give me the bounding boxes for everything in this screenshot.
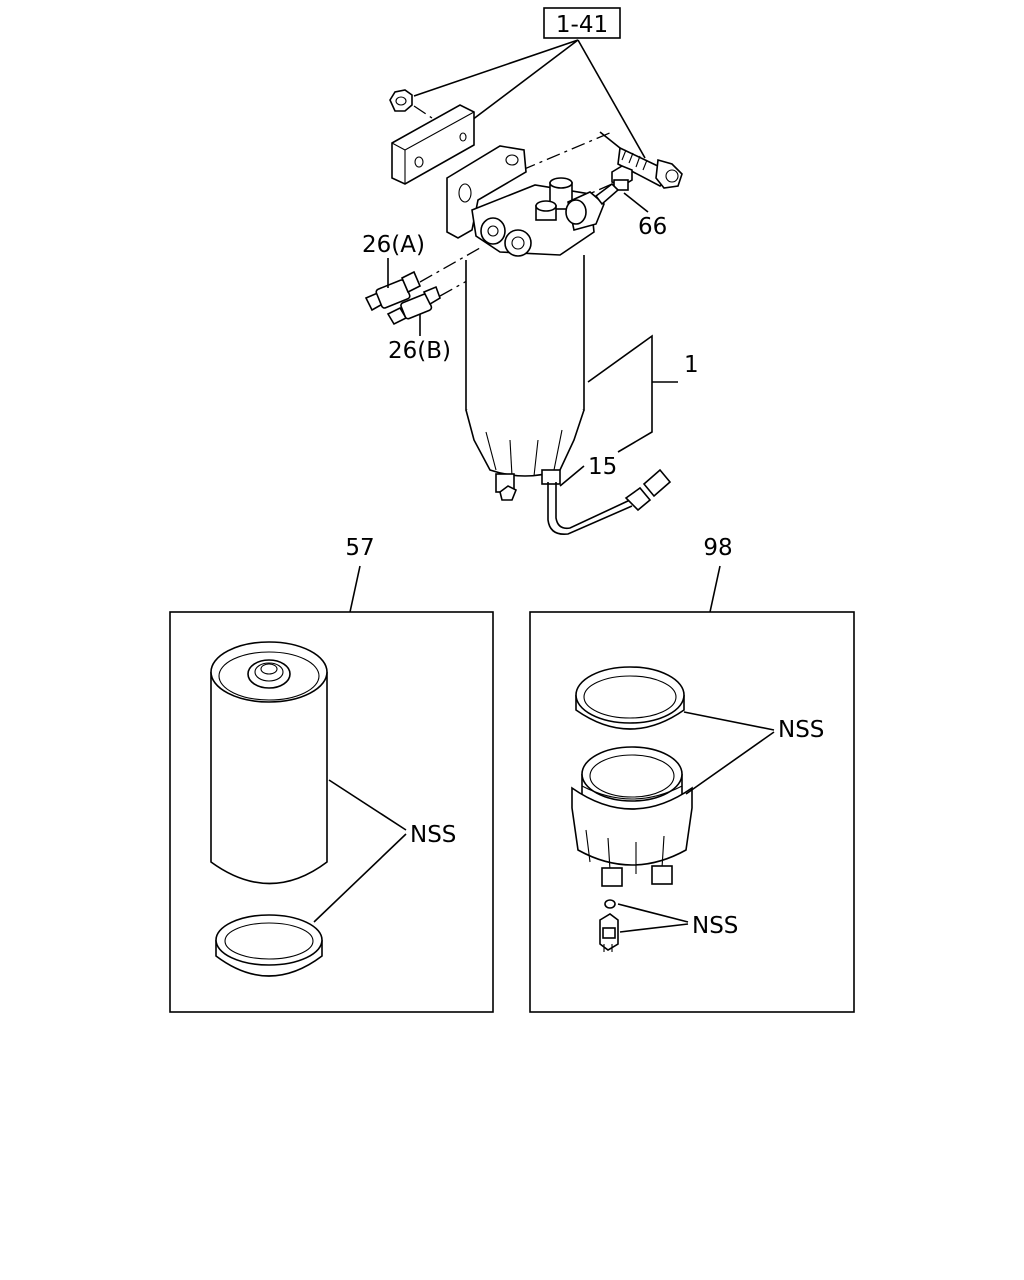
reference-label: 1-41 (556, 12, 608, 38)
filter-head-assembly[interactable] (446, 145, 620, 257)
nss-98-bottom-leader-sensor (619, 923, 689, 933)
nss-57-leader-bottom (313, 833, 407, 923)
reference-box (543, 7, 621, 39)
filter-element-part[interactable] (210, 641, 328, 885)
part-57-leader (349, 565, 361, 613)
spacer-block-part[interactable] (391, 104, 475, 185)
nss-98-top-leader-bowl (685, 731, 775, 795)
filter-seal-ring-part[interactable] (215, 914, 323, 977)
fitting-26a-center-line (419, 247, 481, 283)
fitting-26b-part[interactable] (386, 285, 441, 326)
part-98-leader (709, 565, 721, 613)
part-57-label: 57 (345, 535, 374, 561)
part-26a-label: 26(A) (362, 232, 425, 258)
nss-57-label: NSS (410, 822, 456, 848)
part-15-leader (559, 465, 585, 487)
part-66-leader (623, 192, 649, 213)
nss-98-bottom-label: NSS (692, 913, 738, 939)
nss-98-top-label: NSS (778, 717, 824, 743)
part-1-label: 1 (684, 352, 699, 378)
water-sensor-part[interactable] (599, 913, 619, 952)
bolt-center-line (521, 131, 613, 171)
nut-part[interactable] (389, 89, 413, 112)
bolt-part[interactable] (617, 146, 683, 189)
part-1-leader (587, 334, 653, 453)
part-66-label: 66 (638, 214, 667, 240)
nut-center-line (413, 105, 433, 119)
plug-part[interactable] (611, 165, 633, 191)
nss-98-top-leader-ring (683, 711, 775, 731)
nss-57-leader-top (328, 779, 407, 831)
sensor-harness-part[interactable] (547, 468, 672, 536)
part-26b-label: 26(B) (388, 338, 451, 364)
part-98-label: 98 (703, 535, 732, 561)
reference-callout[interactable]: 1-41 (413, 7, 646, 159)
fuel-filter-assembly[interactable] (465, 255, 585, 501)
nss-98-bottom-leader-oring (617, 903, 689, 923)
filter-bowl-part[interactable] (571, 746, 693, 887)
bowl-seal-ring-part[interactable] (575, 666, 685, 730)
fitting-26a-part[interactable] (364, 270, 422, 312)
part-15-label: 15 (588, 454, 617, 480)
oring-small-part[interactable] (604, 899, 616, 909)
